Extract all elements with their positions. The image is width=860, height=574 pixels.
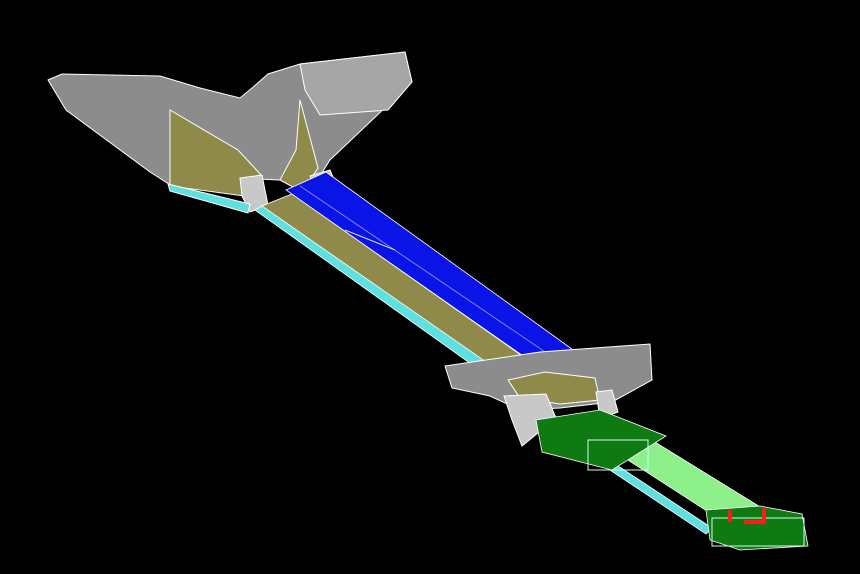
red-marker-3 (762, 508, 766, 522)
upper-intake-structure (47, 51, 413, 214)
chute-channel (254, 171, 577, 387)
outlet-green-box-lower (705, 505, 809, 551)
intake-cyan-strip (167, 183, 251, 214)
red-marker-1 (728, 510, 732, 522)
outlet-box-lower-frame (711, 517, 805, 547)
chute-centerline (299, 185, 561, 363)
red-marker-2 (744, 520, 766, 524)
intake-wing-front-face (299, 51, 413, 116)
intake-olive-face-right (279, 99, 319, 193)
outlet-channel (535, 409, 809, 551)
stilling-basin (444, 343, 653, 447)
outlet-box-upper-frame (587, 439, 649, 471)
chute-joint (344, 229, 396, 251)
